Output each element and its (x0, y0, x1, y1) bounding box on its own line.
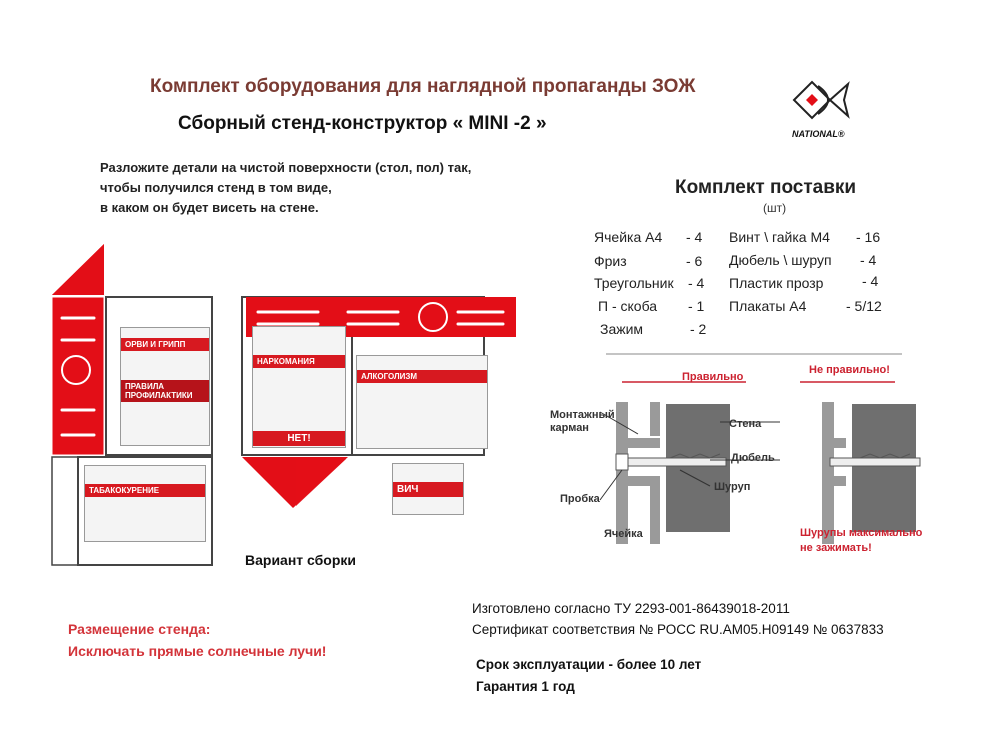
kit-right-name: Дюбель \ шуруп (729, 252, 832, 268)
intro-line: Разложите детали на чистой поверхности (… (100, 160, 472, 175)
kit-title: Комплект поставки (675, 177, 857, 198)
kit-right-name: Пластик прозр (729, 275, 824, 291)
kit-left-qty: - 2 (690, 321, 707, 337)
mounting-drawing (599, 353, 921, 544)
page-title: Комплект оборудования для наглядной проп… (150, 76, 696, 97)
poster-subtitle: ПРАВИЛА ПРОФИЛАКТИКИ (121, 380, 209, 402)
intro-line: чтобы получился стенд в том виде, (100, 180, 332, 195)
placement-note: Размещение стенда: Исключать прямые солн… (68, 618, 326, 662)
page-subtitle: Сборный стенд-конструктор « MINI -2 » (178, 113, 547, 134)
kit-right-name: Винт \ гайка М4 (729, 229, 830, 245)
cert-line: Изготовлено согласно ТУ 2293-001-8643901… (472, 601, 790, 616)
label-cell: Ячейка (604, 528, 643, 540)
kit-right-qty: - 4 (860, 252, 877, 268)
logo-text: NATIONAL® (792, 129, 845, 139)
poster-narkomania: НАРКОМАНИЯ НЕТ! (252, 326, 346, 448)
kit-right-qty: - 4 (862, 273, 879, 289)
kit-right-qty: - 16 (856, 229, 881, 245)
warranty-line: Гарантия 1 год (476, 679, 575, 694)
cert-line: Сертификат соответствия № РОСС RU.АМ05.Н… (472, 622, 884, 637)
kit-left-name: Зажим (600, 321, 644, 337)
poster-title: ВИЧ (393, 482, 463, 497)
label-warning: Шурупы максимально (800, 527, 923, 539)
label-warning: не зажимать! (800, 542, 872, 554)
kit-left-name: Фриз (594, 253, 627, 269)
label-incorrect: Не правильно! (809, 364, 890, 376)
poster-alkogolizm: АЛКОГОЛИЗМ (356, 355, 488, 449)
poster-title: ОРВИ И ГРИПП (121, 338, 209, 351)
kit-left-qty: - 6 (686, 253, 703, 269)
intro-text: Разложите детали на чистой поверхности (… (100, 158, 471, 218)
service-life: Срок эксплуатации - более 10 лет Гаранти… (476, 654, 701, 698)
poster-title: АЛКОГОЛИЗМ (357, 370, 487, 383)
label-dowel: Дюбель (731, 452, 775, 464)
label-pocket: карман (550, 422, 589, 434)
national-logo: NATIONAL® (788, 76, 858, 139)
label-wall: Стена (729, 418, 762, 430)
poster-tabak: ТАБАКОКУРЕНИЕ (84, 465, 206, 542)
label-plug: Пробка (560, 493, 600, 505)
kit-left-name: Ячейка А4 (594, 229, 663, 245)
kit-left-qty: - 1 (688, 298, 705, 314)
placement-warning: Исключать прямые солнечные лучи! (68, 643, 327, 659)
label-correct: Правильно (682, 371, 744, 383)
kit-unit: (шт) (763, 201, 787, 215)
kit-left-qty: - 4 (688, 275, 705, 291)
label-screw: Шуруп (714, 481, 751, 493)
kit-right-name: Плакаты А4 (729, 298, 807, 314)
placement-heading: Размещение стенда: (68, 621, 211, 637)
kit-right-qty: - 5/12 (846, 298, 882, 314)
label-pocket: Монтажный (550, 409, 615, 421)
mounting-diagram (530, 350, 950, 565)
certificate-info: Изготовлено согласно ТУ 2293-001-8643901… (472, 598, 884, 640)
poster-vich: ВИЧ (392, 463, 464, 515)
intro-line: в каком он будет висеть на стене. (100, 200, 319, 215)
poster-title: НАРКОМАНИЯ (253, 355, 345, 368)
kit-left-name: Треугольник (594, 275, 674, 291)
variant-label: Вариант сборки (245, 552, 357, 568)
poster-title: ТАБАКОКУРЕНИЕ (85, 484, 205, 497)
fish-logo-icon (792, 80, 850, 120)
kit-left-qty: - 4 (686, 229, 703, 245)
kit-left-name: П - скоба (598, 298, 658, 314)
life-line: Срок эксплуатации - более 10 лет (476, 657, 702, 672)
poster-subtitle: НЕТ! (253, 431, 345, 446)
poster-orvi: ОРВИ И ГРИПП ПРАВИЛА ПРОФИЛАКТИКИ (120, 327, 210, 446)
